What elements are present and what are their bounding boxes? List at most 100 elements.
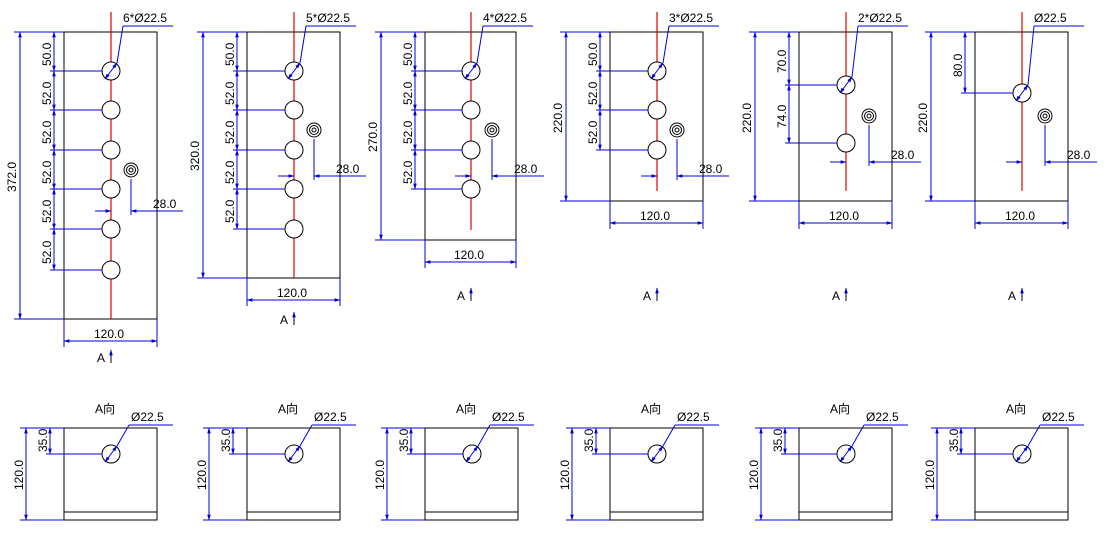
offset-label: 28.0	[153, 197, 177, 211]
spacing-label: 52.0	[40, 160, 54, 184]
side-outline	[424, 427, 519, 521]
height-label: 372.0	[5, 162, 19, 192]
spacing-label: 52.0	[40, 81, 54, 105]
side-offset-label: 35.0	[582, 428, 596, 452]
hole-circle	[647, 140, 667, 160]
height-label: 220.0	[551, 103, 565, 133]
hole-callout-label: 2*Ø22.5	[858, 11, 902, 25]
side-callout-leader	[662, 424, 676, 447]
width-label: 120.0	[1005, 209, 1035, 223]
side-callout-diameter	[839, 445, 853, 463]
hole-callout-label: 4*Ø22.5	[483, 11, 527, 25]
spacing-label: 52.0	[586, 120, 600, 144]
hole-circle	[284, 179, 304, 199]
view-marker-label: A	[643, 289, 651, 303]
side-offset-label: 35.0	[397, 428, 411, 452]
fixture-inner	[489, 127, 495, 133]
side-height-label: 120.0	[373, 460, 387, 490]
spacing-label: 52.0	[401, 120, 415, 144]
spacing-label: 52.0	[223, 81, 237, 105]
side-callout-diameter	[650, 445, 664, 463]
hole-circle	[836, 133, 856, 153]
spacing-label: 52.0	[223, 160, 237, 184]
side-outline	[974, 427, 1069, 521]
spacing-label: 80.0	[951, 53, 965, 77]
side-hole-callout-label: Ø22.5	[677, 410, 710, 424]
offset-label: 28.0	[514, 162, 538, 176]
width-label: 120.0	[829, 209, 859, 223]
fixture-inner	[311, 127, 317, 133]
side-callout-leader	[1027, 424, 1041, 447]
height-label: 220.0	[916, 103, 930, 133]
side-height-label: 120.0	[195, 460, 209, 490]
side-hole-callout-label: Ø22.5	[1042, 410, 1075, 424]
side-outline	[609, 427, 704, 521]
hole-circle	[101, 100, 121, 120]
hole-callout-label: 3*Ø22.5	[669, 11, 713, 25]
callout-diameter	[104, 62, 118, 80]
side-hole-callout-label: Ø22.5	[492, 410, 525, 424]
hole-callout-label: Ø22.5	[1034, 11, 1067, 25]
callout-leader	[299, 25, 307, 64]
side-height-label: 120.0	[923, 460, 937, 490]
side-outline	[798, 427, 893, 521]
side-callout-leader	[851, 424, 865, 447]
hole-callout-label: 5*Ø22.5	[306, 11, 350, 25]
height-label: 270.0	[366, 122, 380, 152]
offset-label: 28.0	[336, 162, 360, 176]
fixture-inner	[128, 167, 134, 173]
side-height-label: 120.0	[558, 460, 572, 490]
spacing-label: 50.0	[40, 42, 54, 66]
width-label: 120.0	[454, 248, 484, 262]
side-callout-diameter	[1015, 445, 1029, 463]
hole-circle	[284, 219, 304, 239]
height-label: 220.0	[740, 103, 754, 133]
side-outline	[63, 427, 158, 521]
spacing-label: 50.0	[223, 42, 237, 66]
side-height-label: 120.0	[12, 460, 26, 490]
hole-callout-label: 6*Ø22.5	[123, 11, 167, 25]
height-label: 320.0	[188, 141, 202, 171]
view-marker-label: A	[457, 289, 465, 303]
spacing-label: 52.0	[223, 199, 237, 223]
callout-leader	[1027, 25, 1035, 86]
side-views: A向Ø22.5120.035.0A向Ø22.5120.035.0A向Ø22.51…	[12, 401, 1084, 521]
spacing-label: 52.0	[40, 240, 54, 264]
callout-leader	[851, 25, 859, 78]
side-view-title: A向	[1006, 401, 1026, 416]
side-callout-leader	[116, 424, 130, 447]
hole-circle	[461, 179, 481, 199]
offset-label: 28.0	[1067, 148, 1091, 162]
fixture-inner	[1042, 113, 1048, 119]
offset-label: 28.0	[891, 148, 915, 162]
callout-leader	[116, 25, 124, 64]
hole-circle	[461, 140, 481, 160]
callout-leader	[662, 25, 670, 64]
spacing-label: 52.0	[401, 81, 415, 105]
side-callout-leader	[477, 424, 491, 447]
side-view-title: A向	[278, 401, 298, 416]
spacing-label: 70.0	[775, 49, 789, 73]
callout-diameter	[464, 62, 478, 80]
width-label: 120.0	[277, 286, 307, 300]
hole-circle	[647, 100, 667, 120]
hole-circle	[101, 260, 121, 280]
side-offset-label: 35.0	[219, 428, 233, 452]
width-label: 120.0	[640, 209, 670, 223]
hole-circle	[284, 100, 304, 120]
spacing-label: 52.0	[40, 199, 54, 223]
spacing-label: 50.0	[586, 42, 600, 66]
hole-circle	[101, 179, 121, 199]
callout-diameter	[839, 76, 853, 94]
front-views: 6*Ø22.5 372.0 50.0 52.0 52.0 52.0 52.0 52.0 120.…	[5, 11, 1097, 365]
side-view-title: A向	[95, 401, 115, 416]
side-outline	[246, 427, 341, 521]
side-callout-leader	[299, 424, 313, 447]
